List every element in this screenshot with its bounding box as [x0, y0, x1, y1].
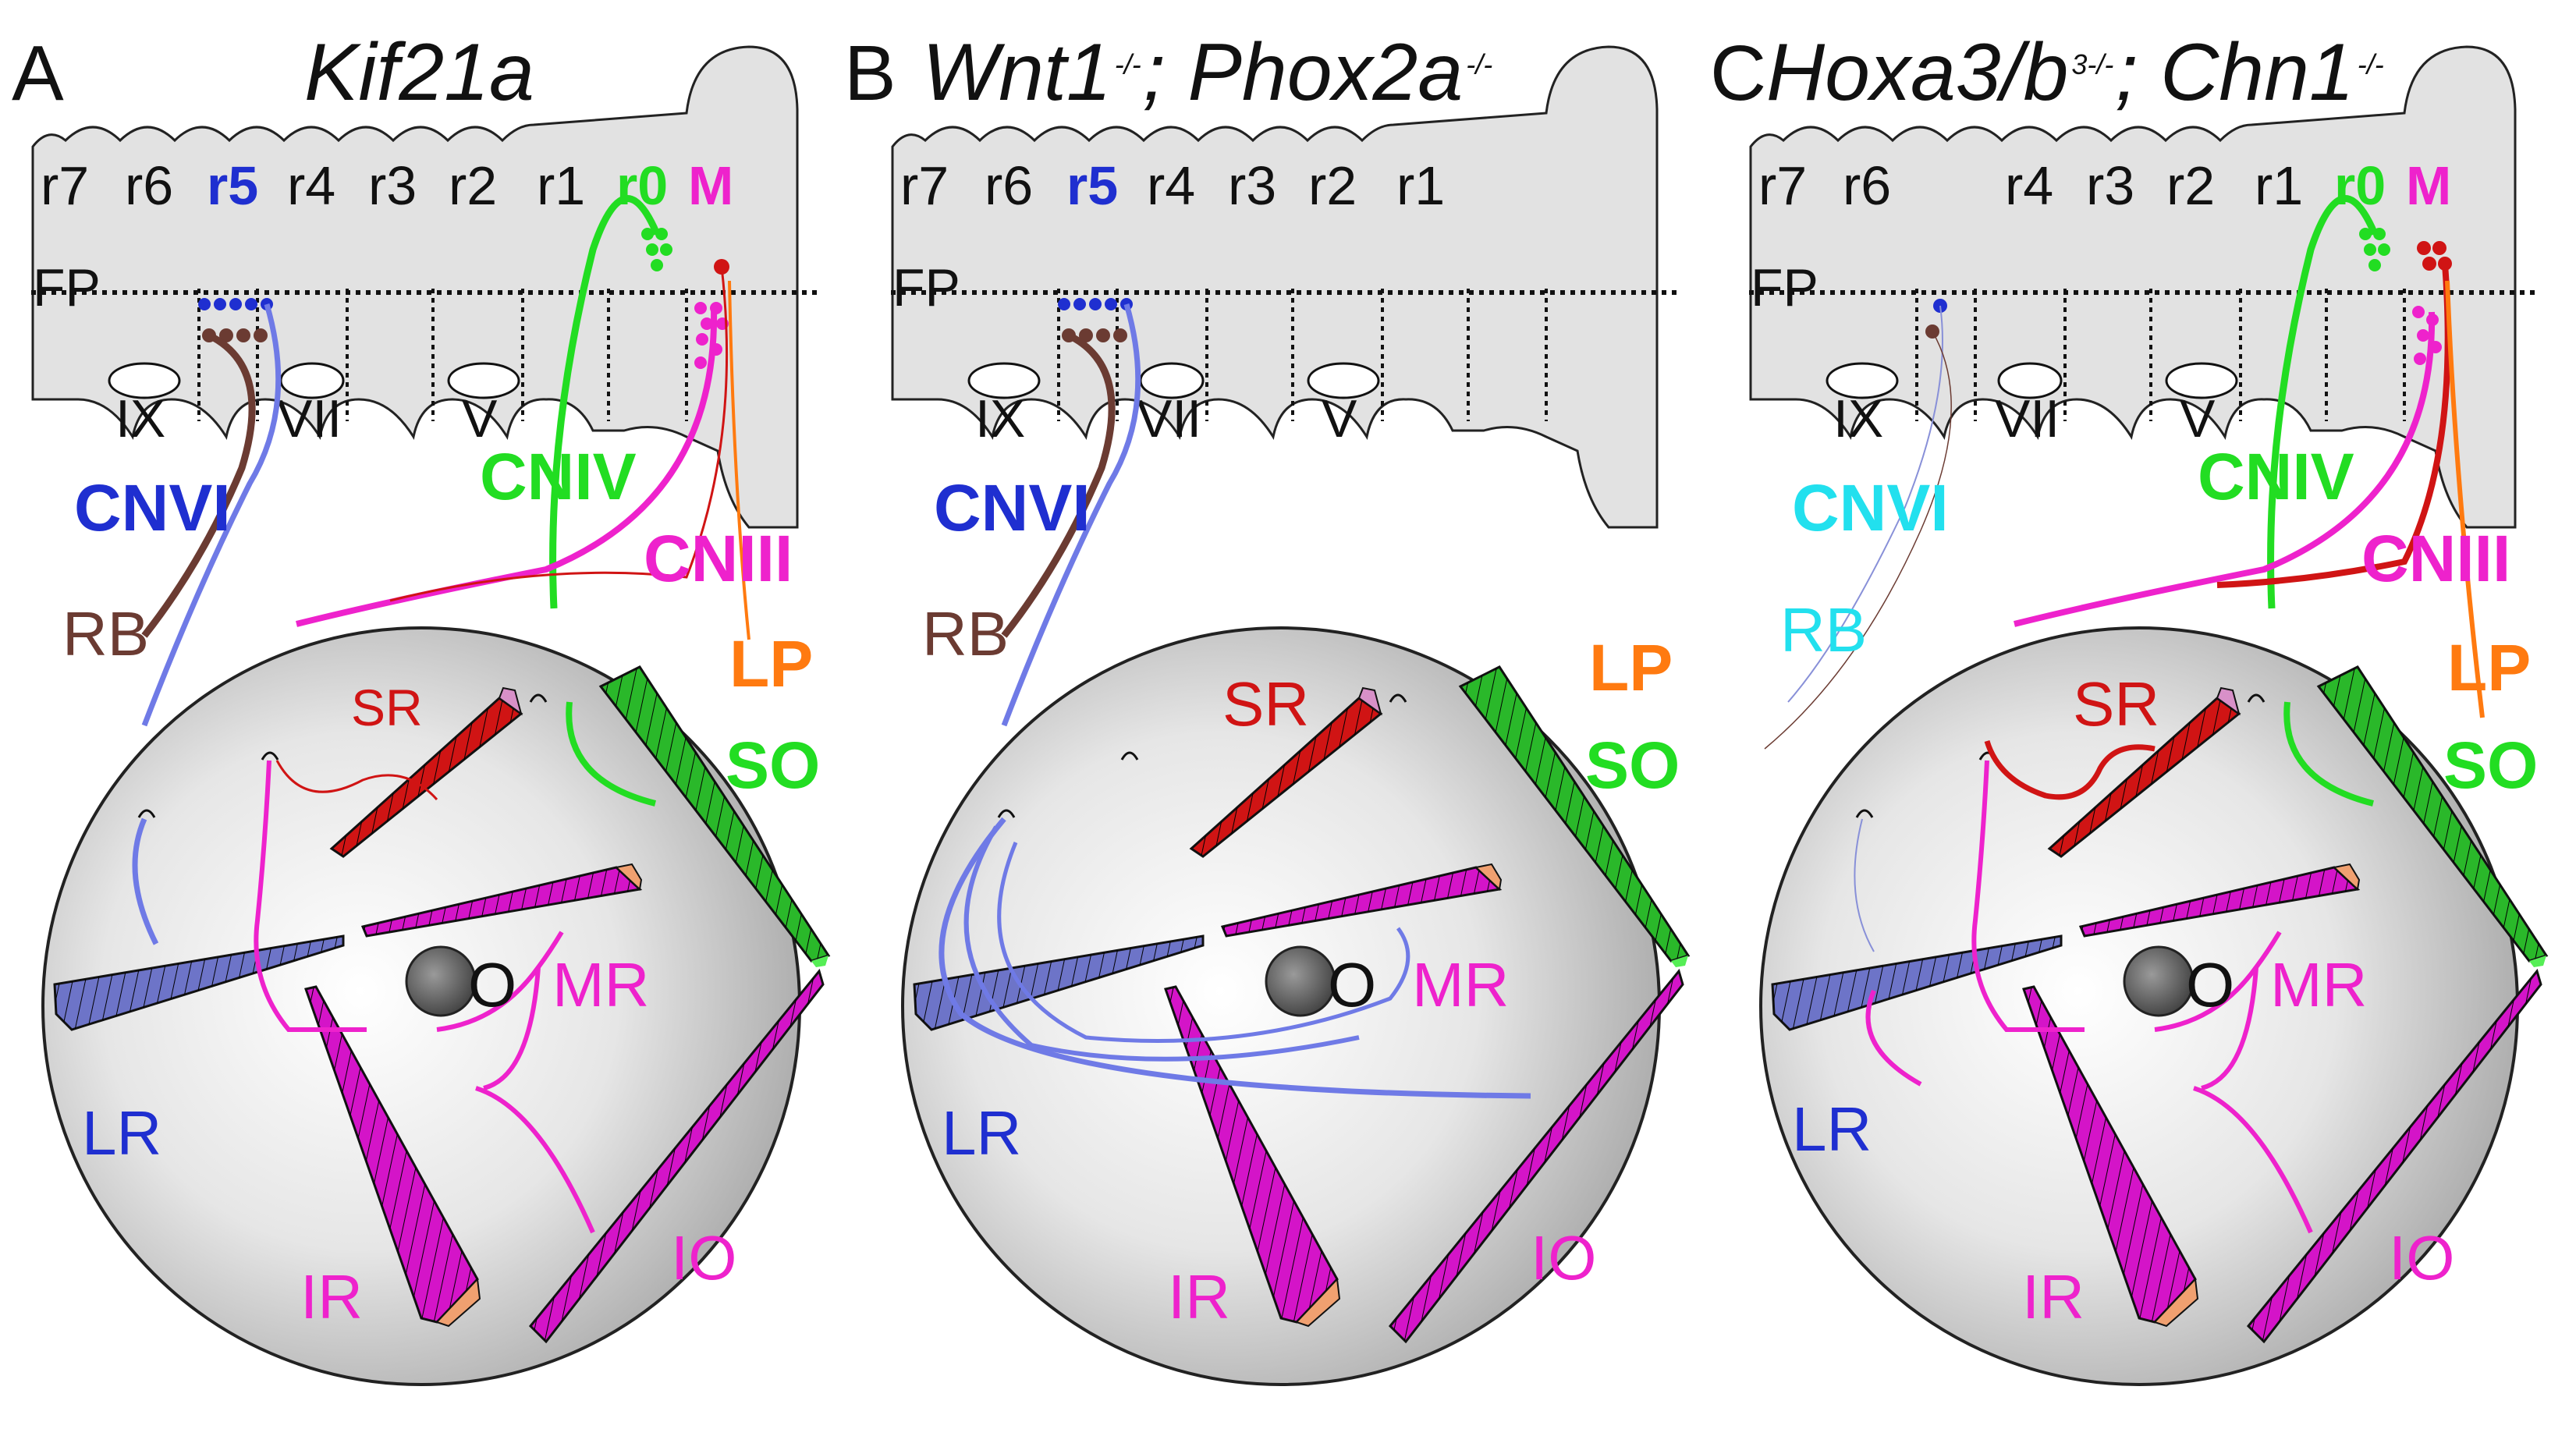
muscle-sr: SR [351, 679, 423, 736]
rhombomere-r1: r1 [2255, 155, 2303, 216]
muscle-io: IO [1531, 1223, 1596, 1292]
panel-c: C Hoxa3/b 3-/- ; Chn1 -/- r7 r6 r4 r3 r2… [1710, 27, 2546, 1385]
rhombomere-r2: r2 [1308, 155, 1357, 216]
muscle-mr: MR [2270, 950, 2367, 1019]
rhombomere-r4: r4 [2005, 155, 2053, 216]
label-cniii: CNIII [2361, 522, 2510, 595]
muscle-ir: IR [1168, 1262, 1230, 1331]
panel-b-sup-2: -/- [1466, 48, 1492, 80]
panel-letter-c: C [1710, 30, 1766, 117]
muscle-so: SO [1585, 729, 1680, 802]
floor-plate-label: FP [1751, 258, 1818, 317]
panel-b-sup-1: -/- [1115, 48, 1141, 80]
rhombomere-r7: r7 [900, 155, 949, 216]
muscle-lr: LR [1792, 1094, 1872, 1164]
rhombomere-r2: r2 [2166, 155, 2215, 216]
muscle-so: SO [726, 729, 820, 802]
label-lp: LP [729, 627, 813, 700]
muscle-sr: SR [2073, 669, 2159, 739]
label-cnvi: CNVI [1792, 471, 1949, 544]
panel-letter-a: A [12, 30, 64, 117]
label-rb: RB [1780, 595, 1867, 665]
panel-letter-b: B [844, 30, 896, 117]
nucleus-v: V [1322, 389, 1357, 449]
rhombomere-r1: r1 [1396, 155, 1445, 216]
panel-b-rhombomeres: r7 r6 r5 r4 r3 r2 r1 [900, 155, 1445, 216]
rhombomere-r7: r7 [1758, 155, 1807, 216]
rhombomere-r5: r5 [1066, 155, 1118, 216]
panel-c-sup-1: 3-/- [2071, 48, 2113, 80]
panel-a-rhombomeres: r7 r6 r5 r4 r3 r2 r1 r0 M [41, 155, 733, 216]
muscle-lr: LR [942, 1098, 1021, 1168]
nucleus-vii: VII [1137, 389, 1201, 449]
muscle-ir: IR [300, 1262, 363, 1331]
muscle-sr: SR [1222, 669, 1309, 739]
panel-b-genotype-part1: Wnt1 [922, 27, 1112, 118]
rhombomere-r2: r2 [449, 155, 497, 216]
muscle-mr: MR [552, 950, 649, 1019]
floor-plate-label: FP [892, 258, 960, 317]
label-cniv: CNIV [480, 440, 637, 513]
rhombomere-r7: r7 [41, 155, 89, 216]
label-cnvi: CNVI [934, 471, 1091, 544]
nucleus-vii: VII [277, 389, 342, 449]
panel-c-rhombomeres: r7 r6 r4 r3 r2 r1 r0 M [1758, 155, 2451, 216]
panel-c-genotype-part1: Hoxa3/b [1766, 27, 2068, 118]
label-rb: RB [922, 599, 1009, 668]
label-lp: LP [1589, 631, 1673, 704]
muscle-lr: LR [82, 1098, 161, 1168]
label-lp: LP [2447, 631, 2531, 704]
muscle-mr: MR [1412, 950, 1509, 1019]
panel-c-sup-2: -/- [2358, 48, 2384, 80]
optic-nerve-o: O [2186, 950, 2234, 1019]
optic-nerve-o: O [468, 950, 516, 1019]
rhombomere-r1: r1 [537, 155, 585, 216]
rhombomere-r4: r4 [1147, 155, 1195, 216]
label-cniii: CNIII [644, 522, 793, 595]
panel-b-nerves [939, 303, 1531, 1099]
rhombomere-m: M [2406, 155, 2451, 216]
nucleus-v: V [2180, 389, 2216, 449]
muscle-io: IO [2389, 1223, 2454, 1292]
label-cniv: CNIV [2198, 440, 2354, 513]
nucleus-v: V [462, 389, 498, 449]
nucleus-vii: VII [1995, 389, 2060, 449]
panel-a-nerves [132, 195, 750, 1234]
muscle-ir: IR [2022, 1262, 2085, 1331]
rhombomere-r6: r6 [1843, 155, 1891, 216]
rhombomere-r3: r3 [1228, 155, 1276, 216]
panel-c-nerves [1764, 195, 2485, 1234]
muscle-so: SO [2443, 729, 2538, 802]
rhombomere-m: M [688, 155, 733, 216]
panel-b-genotype-part2: ; Phox2a [1143, 27, 1464, 118]
rhombomere-r3: r3 [368, 155, 417, 216]
label-cnvi: CNVI [74, 471, 231, 544]
panel-a-genotype: Kif21a [304, 27, 534, 118]
panel-c-genotype-part2: ; Chn1 [2115, 27, 2354, 118]
rhombomere-r5: r5 [207, 155, 258, 216]
rhombomere-r3: r3 [2086, 155, 2134, 216]
label-rb: RB [62, 599, 149, 668]
floor-plate-label: FP [33, 258, 101, 317]
rhombomere-r6: r6 [985, 155, 1033, 216]
rhombomere-r6: r6 [125, 155, 173, 216]
optic-nerve-o: O [1328, 950, 1376, 1019]
panel-b: B Wnt1 -/- ; Phox2a -/- r7 r6 r5 r4 r3 r… [844, 27, 1688, 1385]
nucleus-ix: IX [115, 389, 165, 449]
nucleus-ix: IX [975, 389, 1025, 449]
panel-a: A Kif21a r7 r6 r5 r4 r3 r2 r1 r0 M FP IX… [12, 27, 829, 1385]
nucleus-ix: IX [1833, 389, 1883, 449]
muscle-io: IO [671, 1223, 736, 1292]
rhombomere-r4: r4 [287, 155, 335, 216]
